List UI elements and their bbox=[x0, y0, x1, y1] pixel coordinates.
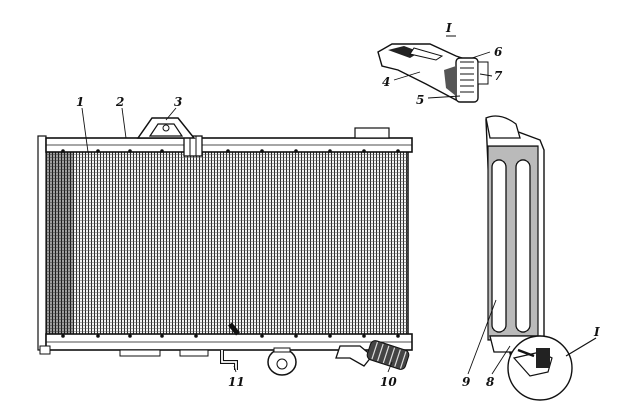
label-10: 10 bbox=[380, 375, 397, 389]
filler-neck bbox=[136, 117, 196, 139]
label-6: 6 bbox=[494, 45, 503, 59]
leader-lines bbox=[81, 51, 511, 375]
detail-circle bbox=[507, 335, 597, 401]
upper-tank bbox=[45, 127, 413, 157]
left-side-support bbox=[37, 135, 47, 351]
bottom-fitting bbox=[267, 347, 297, 376]
top-rivets bbox=[61, 149, 400, 153]
outlet-pipe bbox=[335, 340, 410, 370]
detail-view bbox=[377, 35, 489, 103]
label-3: 3 bbox=[174, 95, 182, 109]
radiator-side-view bbox=[485, 115, 545, 369]
label-11: 11 bbox=[228, 375, 245, 389]
radiator-front-view bbox=[37, 117, 413, 376]
label-9: 9 bbox=[462, 375, 471, 389]
label-7: 7 bbox=[494, 69, 503, 83]
bottom-rivets bbox=[61, 334, 400, 338]
drain-tap bbox=[220, 350, 238, 370]
label-5: 5 bbox=[416, 93, 424, 107]
label-1: 1 bbox=[76, 95, 84, 109]
radiator-core bbox=[43, 149, 409, 337]
lower-tank bbox=[39, 322, 413, 357]
label-2: 2 bbox=[115, 95, 124, 109]
label-4: 4 bbox=[382, 75, 390, 89]
label-8: 8 bbox=[486, 375, 495, 389]
detail-callout-mark: I bbox=[593, 325, 600, 339]
detail-view-mark: I bbox=[445, 21, 452, 35]
